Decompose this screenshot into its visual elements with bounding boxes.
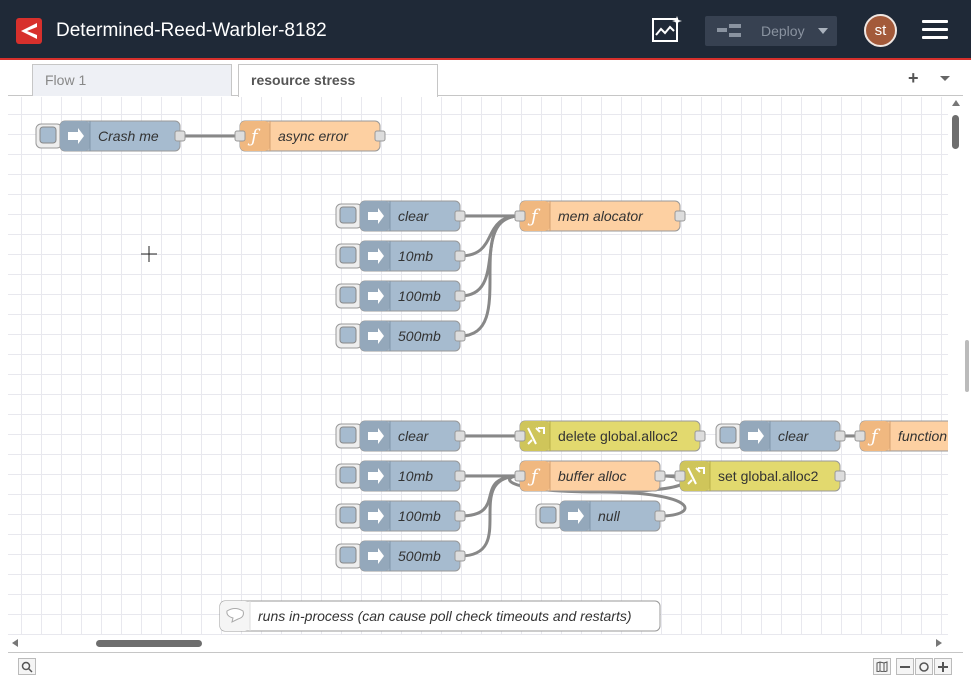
tab-flow-1[interactable]: Flow 1 (32, 64, 232, 96)
node-label: 100mb (398, 288, 441, 304)
inject-node[interactable]: clear (336, 201, 465, 231)
change-node[interactable]: set global.alloc2 (675, 461, 845, 491)
deploy-button[interactable]: Deploy (705, 16, 809, 46)
inject-node[interactable]: 100mb (336, 501, 465, 531)
navigator-button[interactable] (873, 658, 891, 675)
zoom-in-button[interactable] (934, 658, 952, 675)
comment-node[interactable]: runs in-process (can cause poll check ti… (220, 601, 660, 631)
inject-node[interactable]: Crash me (36, 121, 185, 151)
node-label: 100mb (398, 508, 441, 524)
app-logo-icon (16, 18, 42, 44)
sidebar-resize-handle[interactable] (965, 340, 969, 392)
node-label: clear (398, 428, 430, 444)
node-label: 500mb (398, 328, 441, 344)
change-node[interactable]: delete global.alloc2 (515, 421, 705, 451)
node-label: delete global.alloc2 (558, 428, 678, 444)
node-label: set global.alloc2 (718, 468, 819, 484)
search-icon (21, 661, 33, 673)
crosshair-cursor-icon (141, 246, 157, 262)
node-label: 10mb (398, 248, 433, 264)
chart-sparkle-icon[interactable] (650, 14, 684, 46)
map-icon (876, 661, 888, 672)
vertical-scrollbar[interactable] (948, 97, 963, 635)
function-node[interactable]: ƒ async error (235, 121, 385, 151)
inject-node[interactable]: clear (336, 421, 465, 451)
caret-down-icon (818, 28, 828, 34)
tab-bar: Flow 1 resource stress + (8, 62, 963, 96)
wires (180, 136, 860, 556)
inject-node[interactable]: 10mb (336, 241, 465, 271)
inject-node[interactable]: 100mb (336, 281, 465, 311)
node-label: runs in-process (can cause poll check ti… (258, 608, 632, 624)
zoom-out-button[interactable] (896, 658, 914, 675)
deploy-dropdown-button[interactable] (809, 16, 837, 46)
user-avatar[interactable]: st (864, 14, 897, 47)
node-label: Crash me (98, 128, 159, 144)
minus-icon (900, 662, 910, 672)
inject-node[interactable]: 500mb (336, 541, 465, 571)
node-label: 500mb (398, 548, 441, 564)
node-label: null (598, 508, 621, 524)
scroll-up-icon[interactable] (952, 100, 960, 106)
circle-icon (919, 662, 929, 672)
node-label: function (898, 428, 947, 444)
scroll-right-icon[interactable] (936, 639, 942, 647)
function-node[interactable]: ƒ function (855, 421, 948, 451)
hamburger-menu-icon[interactable] (922, 20, 948, 42)
tab-resource-stress[interactable]: resource stress (238, 64, 438, 97)
function-node[interactable]: ƒ buffer alloc (515, 461, 665, 491)
flow-graph: Crash me ƒ async error clear (8, 97, 948, 635)
deploy-button-group: Deploy (705, 16, 837, 46)
deploy-icon (717, 24, 747, 38)
plus-icon (938, 662, 948, 672)
deploy-label: Deploy (761, 23, 805, 39)
inject-node[interactable]: null (536, 501, 665, 531)
node-label: 10mb (398, 468, 433, 484)
workspace-footer (8, 652, 963, 679)
inject-node[interactable]: clear (716, 421, 845, 451)
horizontal-scrollbar[interactable] (8, 635, 948, 651)
zoom-reset-button[interactable] (915, 658, 933, 675)
horizontal-scroll-thumb[interactable] (96, 640, 202, 647)
add-flow-icon[interactable]: + (908, 68, 922, 88)
node-label: mem alocator (558, 208, 644, 224)
app-header: Determined-Reed-Warbler-8182 Deploy st (0, 0, 971, 60)
node-label: async error (278, 128, 349, 144)
vertical-scroll-thumb[interactable] (952, 115, 959, 149)
node-label: clear (398, 208, 430, 224)
scroll-left-icon[interactable] (12, 639, 18, 647)
app-title: Determined-Reed-Warbler-8182 (56, 20, 327, 42)
inject-node[interactable]: 500mb (336, 321, 465, 351)
node-label: clear (778, 428, 810, 444)
inject-node[interactable]: 10mb (336, 461, 465, 491)
node-label: buffer alloc (558, 468, 626, 484)
search-button[interactable] (18, 658, 36, 675)
tab-list-dropdown-icon[interactable] (940, 74, 950, 84)
function-node[interactable]: ƒ mem alocator (515, 201, 685, 231)
flow-canvas[interactable]: Crash me ƒ async error clear (8, 97, 948, 635)
